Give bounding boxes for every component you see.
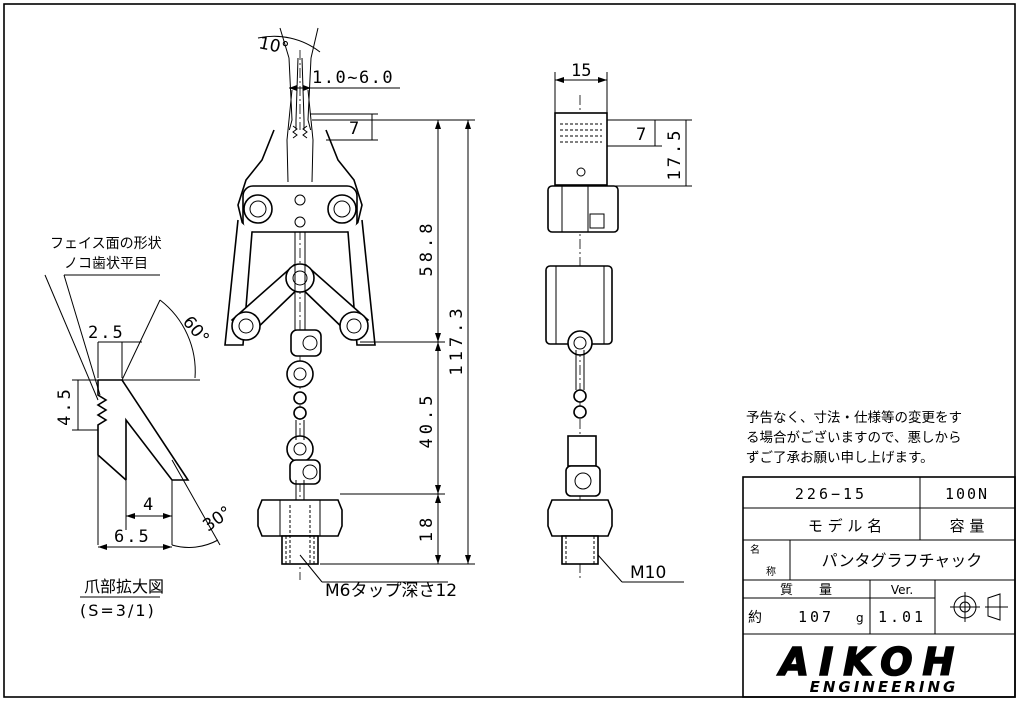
tb-weight-prefix: 約 <box>748 610 762 626</box>
tb-weight-unit: g <box>856 611 864 625</box>
tb-ver-label: Ver. <box>891 583 913 597</box>
tb-weight-value: 107 <box>798 608 834 626</box>
front-view <box>224 50 376 580</box>
front-view-dimensions: 10° 1.0~6.0 7 58.8 117.3 40.5 18 M6タップ深さ… <box>257 27 475 601</box>
notice-line1: 予告なく、寸法・仕様等の変更をす <box>746 409 962 426</box>
detail-view: フェイス面の形状 ノコ歯状平目 2.5 60° 4.5 4 6.5 <box>44 236 236 620</box>
detail-dim-4-5: 4.5 <box>55 386 75 426</box>
tb-name-label-top: 名 <box>750 543 760 556</box>
dim-117-3: 117.3 <box>447 304 467 375</box>
dim-tip-height: 7 <box>349 119 359 139</box>
tb-weight-label: 質 量 <box>780 583 832 598</box>
notice-line2: る場合がございますので、悪しから <box>746 429 961 446</box>
side-view-dimensions: 15 7 17.5 M10 <box>554 61 692 583</box>
dim-stroke: 1.0~6.0 <box>312 68 394 88</box>
notice: 予告なく、寸法・仕様等の変更をす る場合がございますので、悪しから ずご了承お願… <box>746 409 962 466</box>
tb-name-label-bottom: 称 <box>766 565 776 578</box>
tb-product-name: パンタグラフチャック <box>822 551 983 570</box>
dim-side-7: 7 <box>636 125 646 145</box>
detail-dim-6-5: 6.5 <box>114 527 151 547</box>
dim-58-8: 58.8 <box>417 220 437 277</box>
projection-symbol-icon <box>950 592 1008 622</box>
dim-side-width: 15 <box>571 61 591 81</box>
dim-side-17-5: 17.5 <box>665 128 685 181</box>
detail-dim-4: 4 <box>143 495 153 515</box>
drawing-border <box>3 3 1016 698</box>
detail-face-line1: フェイス面の形状 <box>50 236 162 252</box>
detail-angle-30: 30° <box>199 502 235 536</box>
tb-capacity-label: 容 量 <box>950 517 985 535</box>
detail-dim-2-5: 2.5 <box>88 323 125 343</box>
logo-engineering: ENGINEERING <box>810 678 959 696</box>
tb-model-label: モ デ ル 名 <box>808 517 882 535</box>
tb-ver-value: 1.01 <box>878 608 926 626</box>
logo-aikoh: AIKOH <box>777 640 965 684</box>
label-m10: M10 <box>630 563 666 583</box>
detail-face-line2: ノコ歯状平目 <box>64 256 148 272</box>
dim-40-5: 40.5 <box>417 392 437 449</box>
aikoh-logo: AIKOH ENGINEERING <box>776 639 965 696</box>
tb-capacity: 100N <box>945 485 989 503</box>
label-m6-tap: M6タップ深さ12 <box>325 581 457 601</box>
tb-model: 226−15 <box>795 485 867 503</box>
detail-angle-60: 60° <box>178 312 213 348</box>
dim-18: 18 <box>417 514 437 542</box>
detail-title: 爪部拡大図 <box>84 577 164 596</box>
notice-line3: ずご了承お願い申し上げます。 <box>746 450 934 466</box>
detail-scale: (S=3/1) <box>80 601 156 620</box>
title-block: 226−15 100N モ デ ル 名 容 量 名 称 パンタグラフチャック 質… <box>742 476 1016 698</box>
side-view <box>545 95 619 580</box>
